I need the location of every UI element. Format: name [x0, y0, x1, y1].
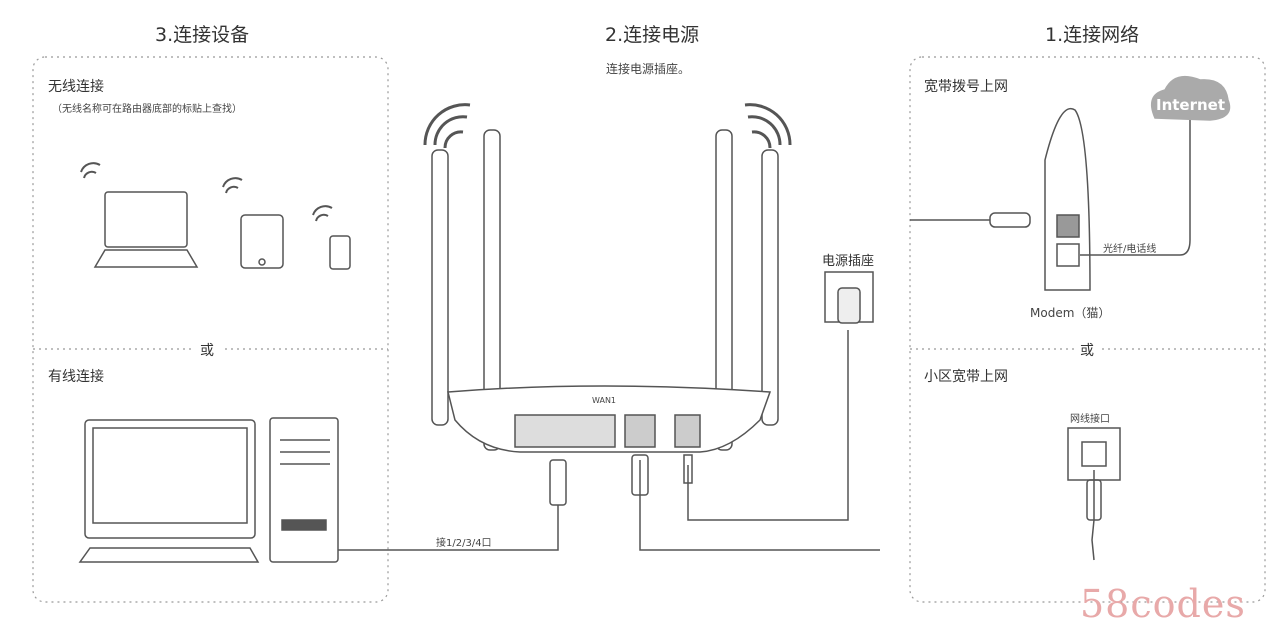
watermark: 58codes: [1080, 582, 1246, 626]
internet-label: Internet: [1156, 96, 1226, 114]
step-power-title: 2.连接电源: [605, 24, 700, 46]
lan-plug: [549, 459, 567, 506]
step-devices-title: 3.连接设备: [155, 24, 250, 46]
lan-cable: [338, 505, 559, 551]
wireless-note: （无线名称可在路由器底部的标贴上查找）: [52, 104, 242, 115]
community-title: 小区宽带上网: [924, 369, 1008, 385]
modem-label: Modem（猫）: [1030, 306, 1111, 320]
or-label: 或: [200, 343, 214, 359]
cloud-icon: [1150, 75, 1231, 121]
fiber-cable: [1080, 120, 1191, 256]
modem-icon: [1044, 107, 1091, 291]
wan-cable: [639, 460, 880, 551]
power-note: 连接电源插座。: [606, 62, 691, 76]
wireless-title: 无线连接: [48, 79, 104, 95]
laptop-icon: [93, 191, 199, 268]
network-port-label: 网线接口: [1070, 414, 1110, 425]
fiber-label: 光纤/电话线: [1103, 244, 1157, 255]
router-wan-label: WAN1: [592, 396, 617, 405]
tablet-icon: [240, 214, 284, 269]
power-cable: [687, 330, 849, 521]
wired-title: 有线连接: [48, 369, 104, 385]
phone-icon: [329, 235, 351, 270]
power-outlet-label: 电源插座: [822, 254, 875, 269]
broadband-title: 宽带拨号上网: [924, 79, 1008, 95]
lan-port-note: 接1/2/3/4口: [436, 538, 492, 549]
power-outlet-icon: [824, 271, 874, 324]
panel-borders: [32, 56, 1266, 603]
cable: [1091, 470, 1095, 561]
router-icon: [423, 103, 792, 453]
wifi-icons: [80, 162, 333, 222]
step-network-title: 1.连接网络: [1045, 24, 1140, 46]
desktop-computer-icon: [78, 417, 339, 563]
or-label: 或: [1080, 343, 1094, 359]
